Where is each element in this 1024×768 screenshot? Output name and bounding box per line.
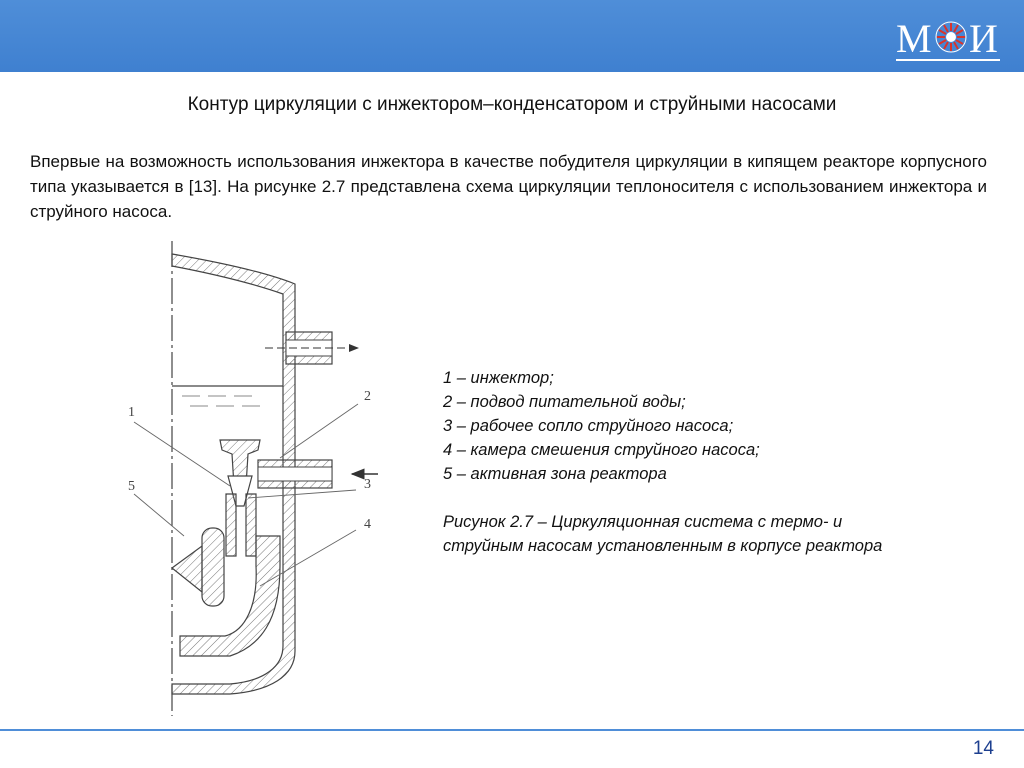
header-bar — [0, 0, 1024, 72]
intro-paragraph: Впервые на возможность использования инж… — [30, 152, 987, 221]
diagram-legend: 1 – инжектор; 2 – подвод питательной вод… — [443, 366, 913, 486]
figure-caption: Рисунок 2.7 – Циркуляционная система с т… — [443, 513, 883, 555]
mei-logo: М И — [896, 16, 1000, 61]
page-number: 14 — [972, 738, 994, 759]
footer-divider — [0, 729, 1024, 731]
jet-pump-body — [179, 535, 281, 657]
svg-text:М: М — [896, 16, 932, 61]
diagram-label-3: 3 — [364, 477, 371, 492]
diagram-label-1: 1 — [128, 405, 135, 420]
diagram-label-5: 5 — [128, 479, 135, 494]
legend-item: 3 – рабочее сопло струйного насоса; — [443, 417, 734, 435]
legend-item: 5 – активная зона реактора — [443, 465, 667, 483]
slide-title: Контур циркуляции с инжектором–конденсат… — [187, 94, 837, 115]
vessel-wall — [171, 253, 296, 695]
legend-item: 4 – камера смешения струйного насоса; — [443, 441, 760, 459]
diagram-label-4: 4 — [364, 517, 371, 532]
reactor-circulation-diagram: 1 5 2 3 4 — [128, 241, 378, 716]
legend-item: 1 – инжектор; — [443, 369, 554, 387]
svg-text:И: И — [969, 16, 998, 61]
active-core — [201, 527, 225, 607]
legend-item: 2 – подвод питательной воды; — [443, 393, 686, 411]
core-support — [171, 544, 203, 594]
diagram-label-2: 2 — [364, 389, 371, 404]
